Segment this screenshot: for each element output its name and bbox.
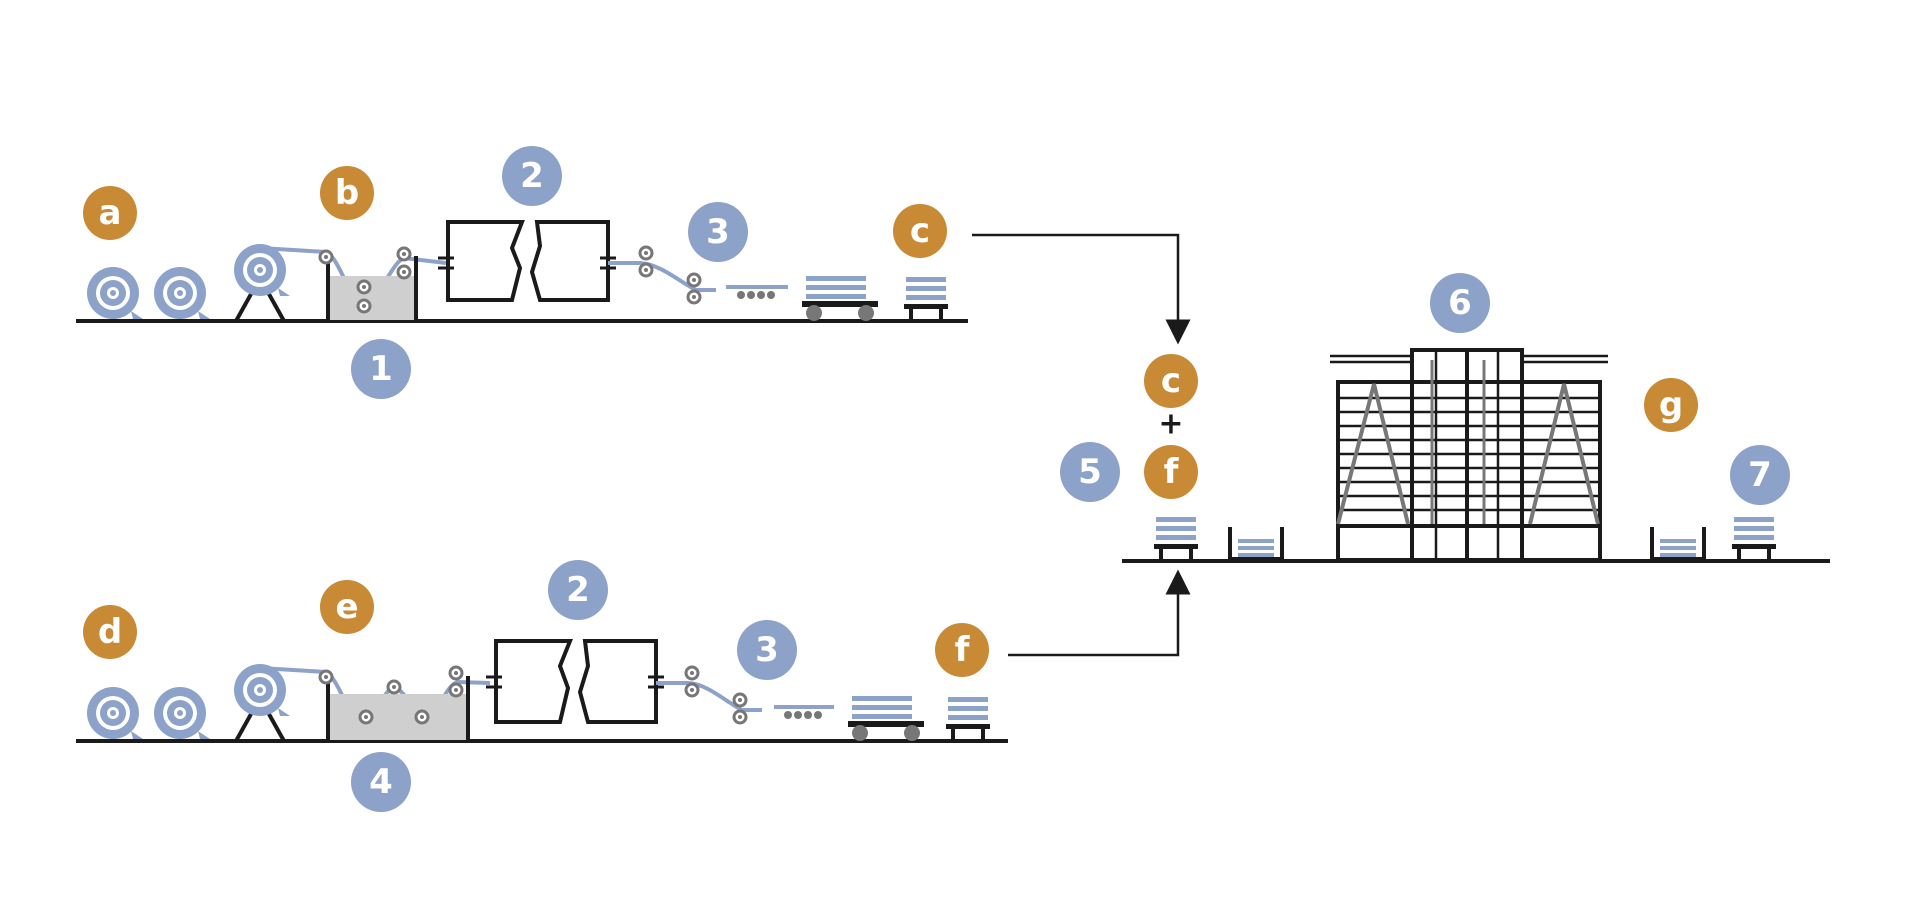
badge-3-top: 3 <box>688 202 748 262</box>
badge-3-top-label: 3 <box>706 212 730 252</box>
badge-3-bottom-label: 3 <box>755 630 779 670</box>
impregnation-bath-icon <box>326 676 470 741</box>
badge-b-label: b <box>335 173 359 213</box>
cart-stack-icon <box>802 276 878 321</box>
badge-1: 1 <box>351 339 411 399</box>
fabric-roll-icon <box>154 267 210 319</box>
plus-sign: + <box>1158 407 1183 442</box>
badge-f-mid-label: f <box>1164 452 1180 492</box>
drying-oven-icon <box>486 639 664 724</box>
layup-stack-icon <box>1154 517 1198 561</box>
unwind-roll-icon <box>234 664 290 716</box>
prepreg-stack-icon <box>946 697 990 741</box>
badge-c-top-label: c <box>910 211 930 251</box>
fabric-roll-icon <box>154 687 210 739</box>
badge-g-label: g <box>1659 385 1683 425</box>
impregnation-bath-icon <box>326 256 418 321</box>
cart-stack-icon <box>848 696 924 741</box>
impregnation-bath-fill <box>328 276 416 320</box>
badge-f-bottom-label: f <box>955 630 971 670</box>
badge-2-bottom: 2 <box>548 560 608 620</box>
badge-4-label: 4 <box>369 762 393 802</box>
badge-5: 5 <box>1060 442 1120 502</box>
badge-d-label: d <box>98 612 122 652</box>
badge-b: b <box>320 166 374 220</box>
badge-c-mid-label: c <box>1161 361 1181 401</box>
laminate-stack-icon <box>1732 517 1776 561</box>
fabric-roll-icon <box>87 687 143 739</box>
badge-d: d <box>83 605 137 659</box>
laminate-bin-icon <box>1650 525 1706 561</box>
badge-e: e <box>320 580 374 634</box>
badge-7-label: 7 <box>1748 455 1772 495</box>
top-production-line <box>76 220 1191 345</box>
prepreg-stack-icon <box>904 277 948 321</box>
multi-daylight-press-icon <box>1330 348 1608 562</box>
flow-arrow <box>972 233 1191 345</box>
badge-6: 6 <box>1430 273 1490 333</box>
badge-2-top-label: 2 <box>520 156 544 196</box>
badge-7: 7 <box>1730 445 1790 505</box>
badge-1-label: 1 <box>369 349 393 389</box>
badge-g: g <box>1644 378 1698 432</box>
badge-a: a <box>83 186 137 240</box>
badge-c-mid: c <box>1144 354 1198 408</box>
pressing-section <box>1122 348 1830 563</box>
badge-5-label: 5 <box>1078 452 1102 492</box>
badge-3-bottom: 3 <box>737 620 797 680</box>
badge-6-label: 6 <box>1448 283 1472 323</box>
drying-oven-icon <box>438 220 616 302</box>
unwind-roll-icon <box>234 244 290 296</box>
badge-2-bottom-label: 2 <box>566 570 590 610</box>
impregnation-bath-fill <box>328 694 468 740</box>
fabric-roll-icon <box>87 267 143 319</box>
badge-c-top: c <box>893 204 947 258</box>
bottom-production-line <box>76 569 1191 743</box>
cut-rollers-icon <box>737 291 775 299</box>
fabric-path <box>608 261 716 292</box>
cut-rollers-icon <box>784 711 822 719</box>
badge-e-label: e <box>335 587 358 627</box>
badge-f-mid: f <box>1144 445 1198 499</box>
badge-f-bottom: f <box>935 623 989 677</box>
badge-4: 4 <box>351 752 411 812</box>
badge-2-top: 2 <box>502 146 562 206</box>
layup-bin-icon <box>1228 525 1284 561</box>
flow-arrow <box>1008 569 1191 657</box>
badge-a-label: a <box>99 193 122 233</box>
